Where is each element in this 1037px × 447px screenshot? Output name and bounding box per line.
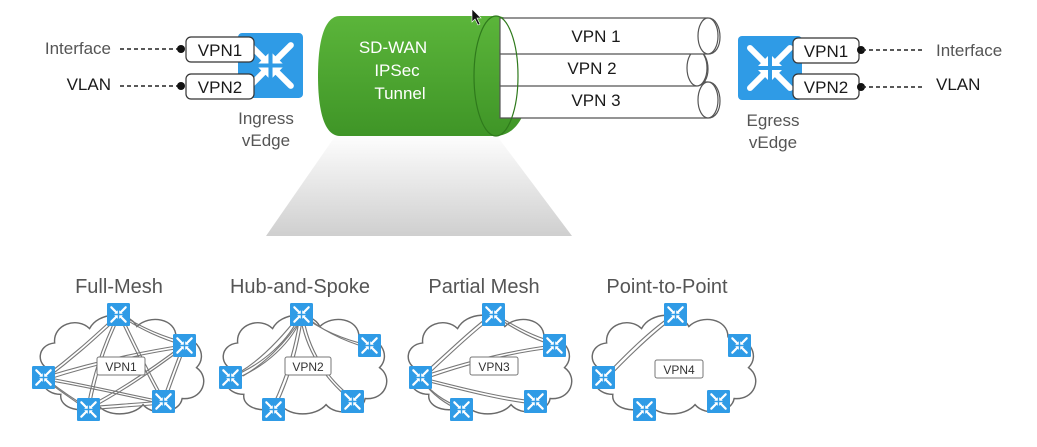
vpn-pipe-3-label: VPN 3 <box>571 91 620 110</box>
tunnel-label-line1: SD-WAN <box>359 38 427 57</box>
topology-point-to-point: VPN4 <box>591 303 757 421</box>
ingress-port-dot <box>177 45 185 53</box>
egress-vpn1-label: VPN1 <box>804 42 848 61</box>
tunnel-label-line3: Tunnel <box>374 84 425 103</box>
egress-vpn2-label: VPN2 <box>804 78 848 97</box>
egress-interface-label: Interface <box>936 41 1002 60</box>
ingress-vlan-label: VLAN <box>67 75 111 94</box>
tunnel-opening <box>473 15 519 137</box>
topology-full-mesh: VPN1 <box>32 303 205 421</box>
ingress-vpn1-label: VPN1 <box>198 41 242 60</box>
topology-title-full-mesh: Full-Mesh <box>75 276 163 298</box>
ingress-title-line2: vEdge <box>242 131 290 150</box>
svg-text:VPN2: VPN2 <box>292 360 324 374</box>
vpn-pipe-1-label: VPN 1 <box>571 27 620 46</box>
svg-text:VPN1: VPN1 <box>105 360 137 374</box>
topology-title-point-to-point: Point-to-Point <box>606 276 728 298</box>
egress-vlan-label: VLAN <box>936 75 980 94</box>
ingress-vpn2-box <box>185 73 255 100</box>
vpn-pipes <box>499 17 721 119</box>
topology-title-hub-spoke: Hub-and-Spoke <box>230 276 370 298</box>
svg-text:VPN3: VPN3 <box>478 360 510 374</box>
ingress-vpn2-label: VPN2 <box>198 78 242 97</box>
svg-text:VPN4: VPN4 <box>663 363 695 377</box>
egress-title-line2: vEdge <box>749 133 797 152</box>
vpn-pipe-2-label: VPN 2 <box>567 59 616 78</box>
ingress-vpn1-box <box>185 36 255 63</box>
tunnel-label-line2: IPSec <box>374 61 420 80</box>
egress-port-dot <box>857 83 865 91</box>
ingress-title-line1: Ingress <box>238 109 294 128</box>
topology-partial-mesh: VPN3 <box>407 303 573 421</box>
ingress-port-dot <box>177 82 185 90</box>
topology-title-partial-mesh: Partial Mesh <box>428 276 539 298</box>
projection-funnel <box>266 132 572 236</box>
topology-hub-and-spoke: VPN2 <box>219 303 388 421</box>
ingress-interface-label: Interface <box>45 39 111 58</box>
egress-title-line1: Egress <box>747 111 800 130</box>
cursor-icon <box>471 8 482 26</box>
egress-port-dot <box>857 46 865 54</box>
